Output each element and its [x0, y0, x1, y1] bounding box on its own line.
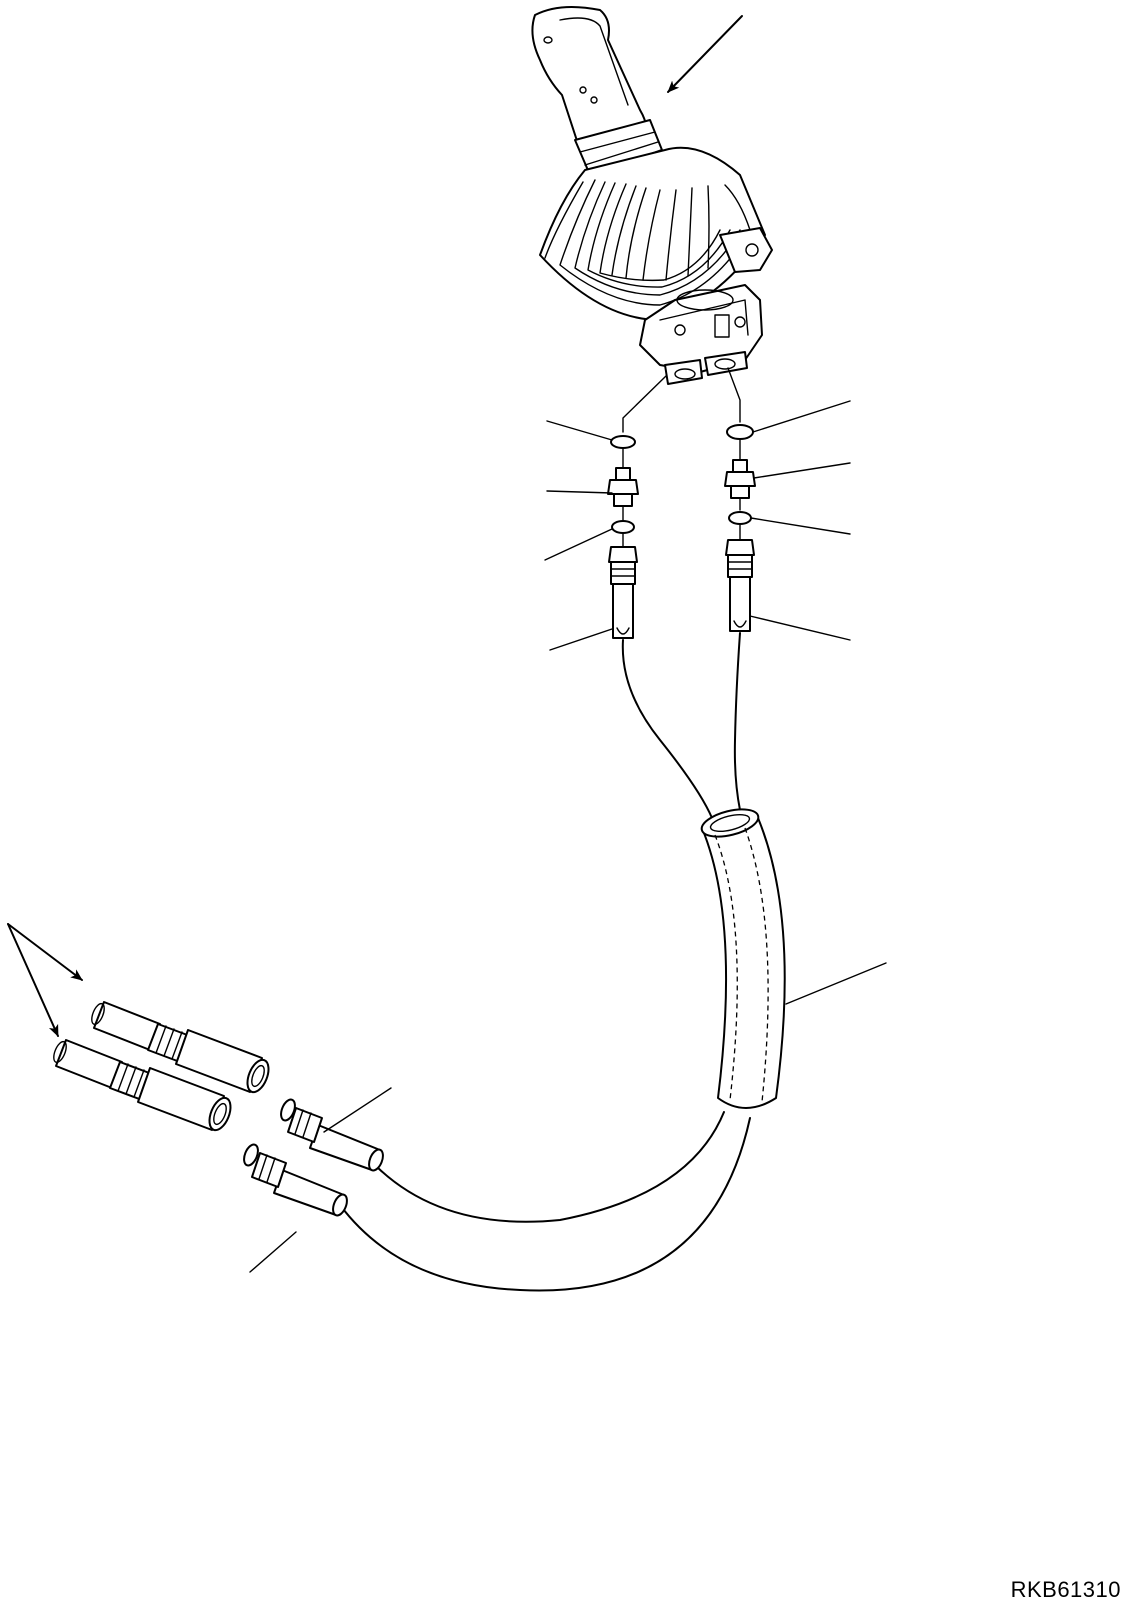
upper-male-connector [280, 1098, 384, 1172]
connector-pointer-arrows [7, 923, 83, 1037]
leader-left-hose-end [549, 628, 613, 651]
leader-right-hose-end [749, 615, 851, 641]
leader-left-o-ring-upper [546, 420, 613, 441]
lever-pointer-arrow [667, 15, 743, 93]
right-adapter [724, 459, 756, 499]
leader-left-o-ring-lower [544, 528, 613, 561]
leader-left-adapter [546, 490, 613, 494]
leader-right-o-ring-lower [750, 517, 851, 535]
leader-upper-connector [323, 1087, 392, 1133]
right-o-ring-lower [728, 511, 752, 525]
left-hose-end-fitting [608, 546, 638, 639]
lower-female-connector [53, 1039, 232, 1132]
left-fitting-stack [607, 375, 713, 819]
lower-hoses [339, 1111, 751, 1292]
lower-male-connector [243, 1143, 348, 1217]
left-adapter [607, 467, 639, 507]
leader-right-adapter [753, 462, 851, 479]
leader-lower-connector [249, 1231, 297, 1273]
right-fitting-stack [724, 367, 756, 811]
upper-female-connector [91, 1001, 270, 1094]
left-o-ring-upper [610, 435, 636, 449]
left-o-ring-lower [611, 520, 635, 534]
right-o-ring-upper [726, 424, 754, 440]
protective-sleeve [700, 808, 786, 1109]
joystick-lever-assembly [531, 6, 773, 385]
leader-sleeve [785, 962, 887, 1005]
drawing-code-label: RKB61310 [1010, 1577, 1121, 1602]
leader-right-o-ring-upper [752, 400, 851, 433]
right-hose-end-fitting [725, 539, 755, 632]
callout-leader-lines [249, 400, 887, 1273]
